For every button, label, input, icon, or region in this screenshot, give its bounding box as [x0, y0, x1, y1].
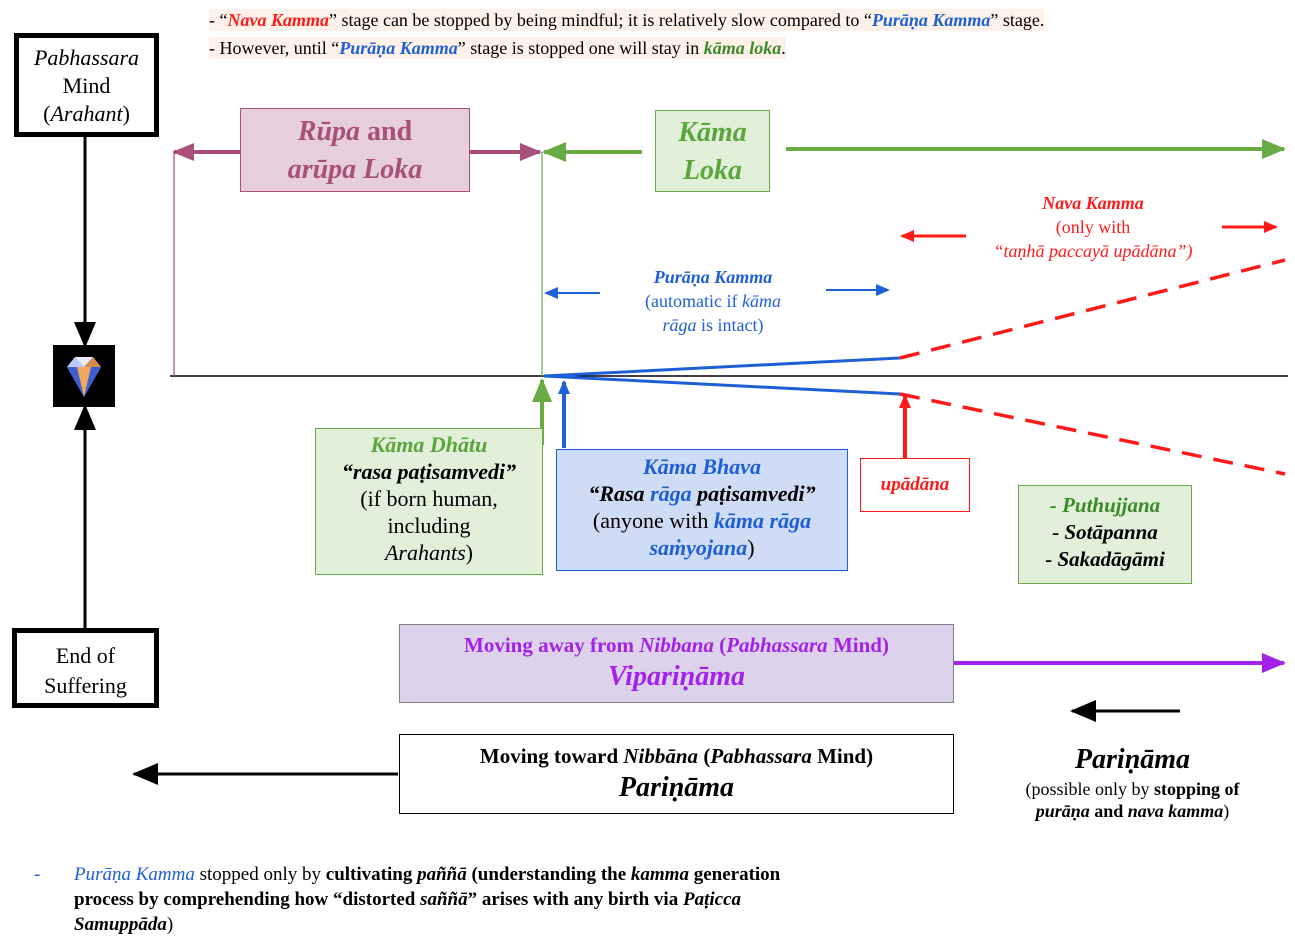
- purana-line-up: [543, 356, 901, 378]
- kama-bhava-box: Kāma Bhava “Rasa rāga paṭisamvedi” (anyo…: [556, 449, 848, 571]
- parinama-box: Moving toward Nibbāna (Pabhassara Mind) …: [399, 734, 954, 814]
- viparinama-box: Moving away from Nibbana (Pabhassara Min…: [399, 624, 954, 703]
- top-note-2: - However, until “Purāṇa Kamma” stage is…: [209, 37, 786, 59]
- pabhassara-mind-box: Pabhassara Mind (Arahant): [14, 33, 159, 137]
- bottom-note: -Purāṇa Kamma stopped only by cultivatin…: [34, 864, 781, 935]
- stages-box: - Puthujjana - Sotāpanna - Sakadāgāmi: [1018, 485, 1192, 584]
- end-of-suffering-box: End of Suffering: [12, 628, 159, 708]
- kama-loka-box: Kāma Loka: [655, 110, 770, 192]
- purana-line-down: [543, 374, 901, 396]
- kama-dhatu-box: Kāma Dhātu “rasa paṭisamvedi” (if born h…: [315, 428, 543, 575]
- nava-dashed-down: [899, 392, 1286, 476]
- diamond-gem-icon: [53, 345, 115, 407]
- purana-kamma-label: Purāṇa Kamma (automatic if kāma rāga is …: [645, 267, 781, 335]
- parinama-note: Pariṇāma (possible only by stopping of p…: [1025, 744, 1240, 821]
- upadana-box: upādāna: [860, 458, 970, 512]
- nava-kamma-label: Nava Kamma (only with “taṇhā paccayā upā…: [993, 193, 1193, 261]
- rupa-arupa-loka-box: Rūpa and arūpa Loka: [240, 108, 470, 192]
- nava-dashed-up: [899, 258, 1286, 360]
- top-note-1: - “Nava Kamma” stage can be stopped by b…: [209, 9, 1045, 31]
